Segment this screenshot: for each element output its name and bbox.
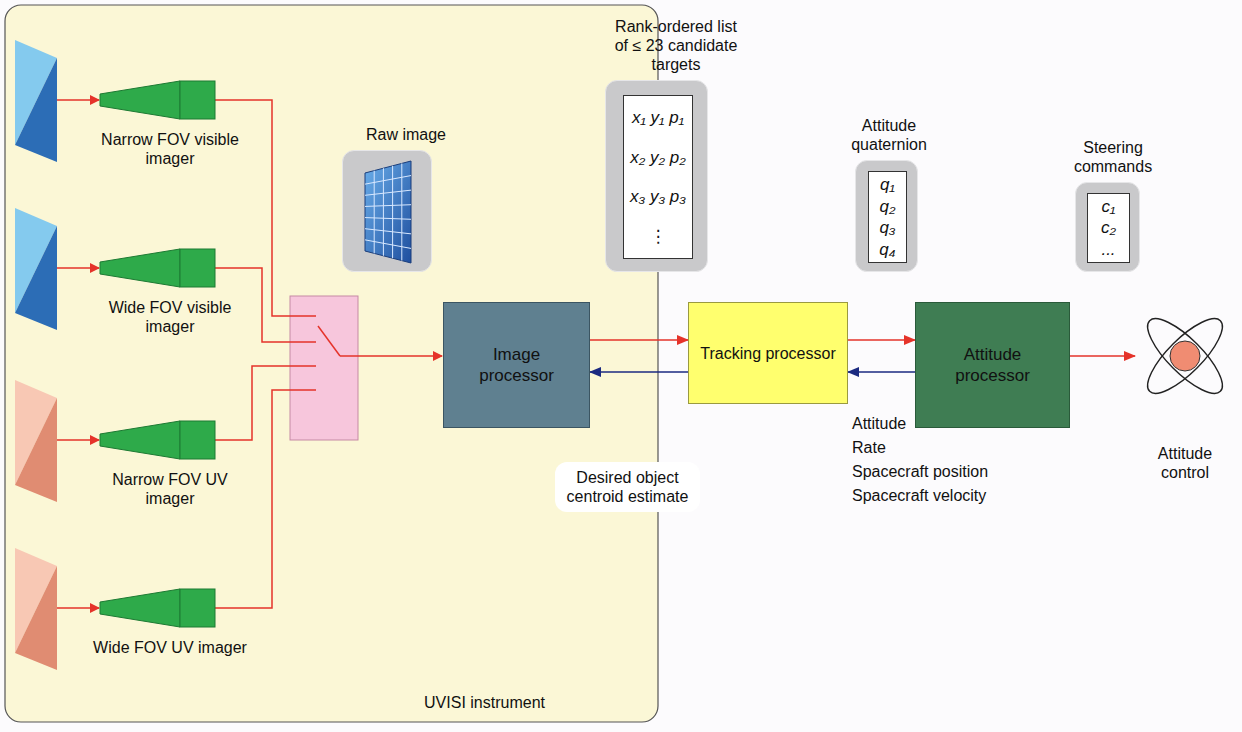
grid-line (365, 240, 411, 249)
list-entry: q₃ (879, 217, 895, 238)
aperture-face (15, 566, 57, 670)
lens-cone (100, 249, 180, 287)
callout-heading: Attitude quaternion (839, 116, 939, 154)
grid-line (401, 163, 402, 260)
list-box: x₁ y₁ p₁ x₂ y₂ p₂ x₃ y₃ p₃ ⋮ (623, 95, 693, 259)
flow-arrow (848, 339, 915, 341)
wire (215, 390, 316, 608)
aperture (15, 380, 57, 502)
list-box: q₁q₂q₃q₄ (868, 171, 907, 263)
aperture-face (15, 58, 57, 162)
list-entry: c₂ (1101, 217, 1116, 238)
light-path (57, 100, 99, 608)
light-arrow (57, 607, 99, 609)
lens-cone (100, 81, 180, 119)
imager-icon (90, 78, 230, 124)
imager-icon (90, 418, 230, 464)
signal-wire (215, 100, 442, 608)
list-entry: ... (1101, 239, 1115, 260)
detector-body (180, 589, 215, 627)
imager-label: Wide FOV UV imager (90, 638, 250, 657)
detector-body (180, 249, 215, 287)
aperture (15, 40, 57, 162)
list-entry: q₄ (879, 239, 895, 260)
light-arrow (57, 439, 99, 441)
orbit-ellipse (1138, 309, 1233, 404)
callout-heading: Steering commands (1063, 138, 1163, 176)
imager-label: Narrow FOV visible imager (90, 130, 250, 168)
light-arrow (57, 99, 99, 101)
box-label: Attitude processor (934, 344, 1051, 386)
aperture (15, 548, 57, 670)
data-callout: Attitude quaternionq₁q₂q₃q₄ (855, 160, 918, 272)
list-entry: q₁ (880, 174, 895, 195)
callout-heading: Rank-ordered list of ≤ 23 candidate targ… (608, 17, 744, 74)
list-entry: c₁ (1102, 196, 1116, 217)
signal-label: Spacecraft velocity (852, 486, 986, 505)
edge-callout: Desired object centroid estimate (555, 462, 700, 512)
list-entry: ⋮ (650, 226, 667, 247)
lens-cone (100, 421, 180, 459)
grid-line (365, 176, 411, 185)
aperture (15, 208, 57, 330)
grid-line (392, 166, 393, 258)
list-entry: q₂ (880, 196, 896, 217)
raw-image-grid (343, 151, 433, 273)
imager-icon (90, 586, 230, 632)
grid-line (365, 229, 411, 234)
flow-arrow (848, 371, 915, 373)
detector-body (180, 81, 215, 119)
region-label: UVISI instrument (424, 693, 545, 712)
actuator-symbol: Attitude control (1135, 300, 1235, 490)
imager-icon (90, 246, 230, 292)
imager-label: Wide FOV visible imager (90, 298, 250, 336)
list-box: c₁c₂... (1087, 193, 1130, 263)
flow-arrow (590, 371, 688, 373)
flow-arrow (1070, 355, 1135, 357)
selector-switch (290, 296, 358, 440)
data-callout: Rank-ordered list of ≤ 23 candidate targ… (605, 80, 708, 272)
imager-label: Narrow FOV UV imager (90, 470, 250, 508)
data-callout: Steering commandsc₁c₂... (1075, 182, 1140, 272)
grid-line (365, 190, 411, 195)
switch-lever (318, 326, 340, 356)
box-label: Image processor (462, 344, 571, 386)
grid-line (374, 171, 375, 254)
detector-body (180, 421, 215, 459)
actuator-label: Attitude control (1135, 444, 1235, 482)
callout-heading: Raw image (356, 125, 456, 144)
signal-label: Attitude (852, 414, 906, 433)
wire (340, 355, 442, 357)
orbit-ellipse (1138, 309, 1233, 404)
lens-cone (100, 589, 180, 627)
body-circle (1170, 341, 1200, 371)
instrument-region: UVISI instrument Narrow FOV visible image… (5, 5, 658, 722)
box-label: Tracking processor (700, 343, 835, 364)
wire (215, 366, 316, 440)
process-box: Attitude processor (915, 302, 1070, 428)
aperture-face (15, 226, 57, 330)
grid-line (383, 168, 384, 256)
signal-label: Rate (852, 438, 886, 457)
list-entry: x₁ y₁ p₁ (632, 107, 684, 128)
process-box: Image processor (443, 302, 590, 428)
list-entry: x₂ y₂ p₂ (630, 147, 685, 168)
image-frame (365, 161, 411, 263)
light-arrow (57, 267, 99, 269)
attitude-icon (1135, 300, 1235, 412)
signal-label: Spacecraft position (852, 462, 988, 481)
flow-arrow (590, 339, 688, 341)
grid-line (365, 218, 411, 220)
grid-line (365, 205, 411, 207)
data-callout: Raw image (342, 150, 432, 272)
instrument-panel (5, 5, 658, 722)
list-entry: x₃ y₃ p₃ (630, 186, 686, 207)
process-box: Tracking processor (688, 302, 848, 404)
aperture-face (15, 398, 57, 502)
